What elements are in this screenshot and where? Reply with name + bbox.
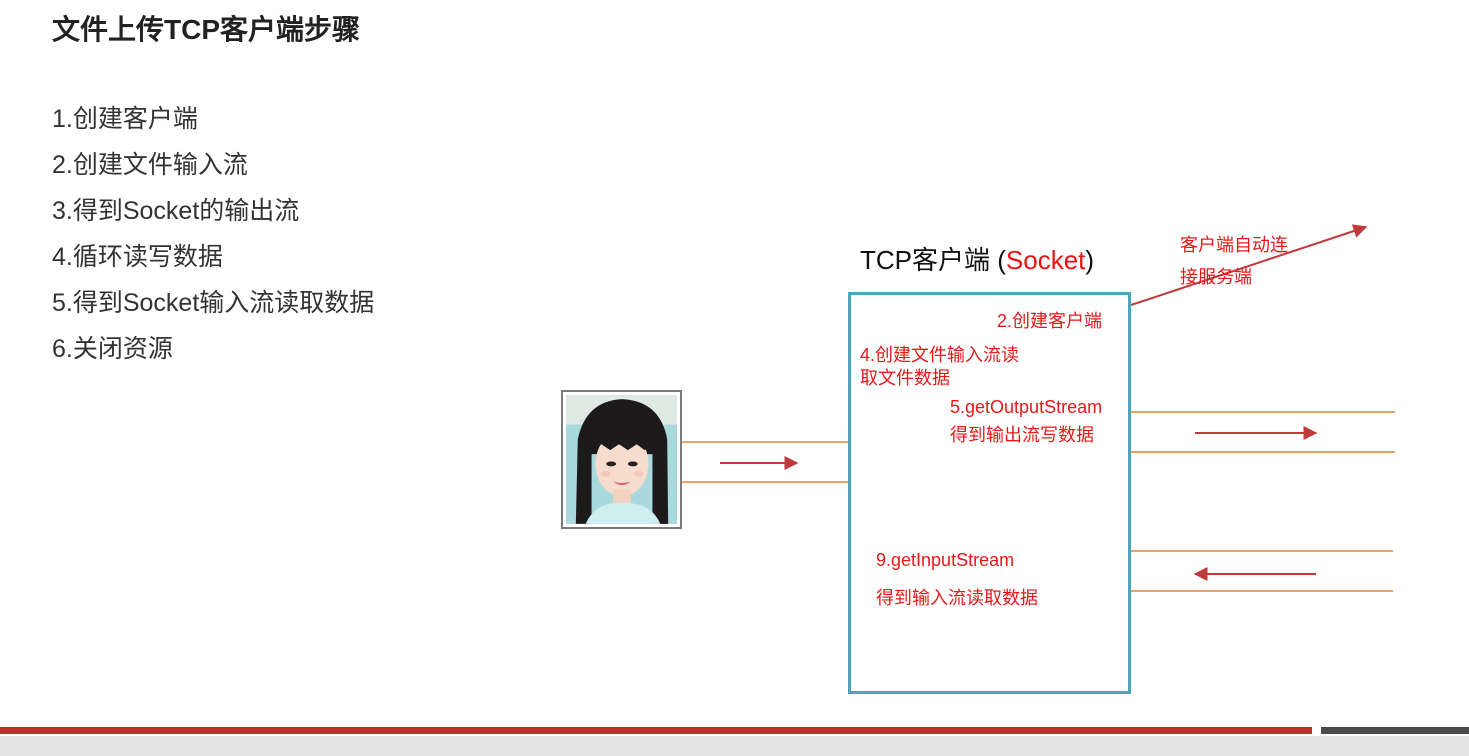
- auto-connect-line: 接服务端: [1180, 261, 1288, 293]
- input-stream-desc: 得到输入流读取数据: [876, 579, 1038, 617]
- tcp-client-label: TCP客户端 (Socket): [860, 240, 1094, 277]
- input-stream-note: 9.getInputStream 得到输入流读取数据: [876, 541, 1038, 617]
- output-stream-method: 5.getOutputStream: [950, 393, 1102, 421]
- portrait-picture: [566, 395, 677, 524]
- tcp-client-label-suffix: ): [1085, 245, 1094, 275]
- file-image: [561, 390, 682, 529]
- slide-title: 文件上传TCP客户端步骤: [52, 8, 360, 48]
- step-item: 6.关闭资源: [52, 326, 374, 372]
- read-file-line: 取文件数据: [860, 367, 1019, 390]
- footer-gray-bar: [1321, 727, 1469, 734]
- step-item: 3.得到Socket的输出流: [52, 188, 374, 234]
- input-stream-method: 9.getInputStream: [876, 541, 1038, 579]
- create-client-note: 2.创建客户端: [997, 310, 1102, 333]
- output-stream-note: 5.getOutputStream 得到输出流写数据: [950, 393, 1102, 449]
- step-item: 5.得到Socket输入流读取数据: [52, 280, 374, 326]
- read-file-note: 4.创建文件输入流读 取文件数据: [860, 344, 1019, 390]
- read-file-line: 4.创建文件输入流读: [860, 344, 1019, 367]
- output-stream-desc: 得到输出流写数据: [950, 421, 1102, 449]
- footer-red-bar: [0, 727, 1312, 734]
- auto-connect-line: 客户端自动连: [1180, 229, 1288, 261]
- tcp-client-label-prefix: TCP客户端 (: [860, 245, 1006, 275]
- step-item: 1.创建客户端: [52, 96, 374, 142]
- auto-connect-note: 客户端自动连 接服务端: [1180, 229, 1288, 293]
- socket-label: Socket: [1006, 245, 1086, 275]
- footer-band: [0, 736, 1469, 756]
- step-item: 4.循环读写数据: [52, 234, 374, 280]
- steps-list: 1.创建客户端 2.创建文件输入流 3.得到Socket的输出流 4.循环读写数…: [52, 96, 374, 372]
- step-item: 2.创建文件输入流: [52, 142, 374, 188]
